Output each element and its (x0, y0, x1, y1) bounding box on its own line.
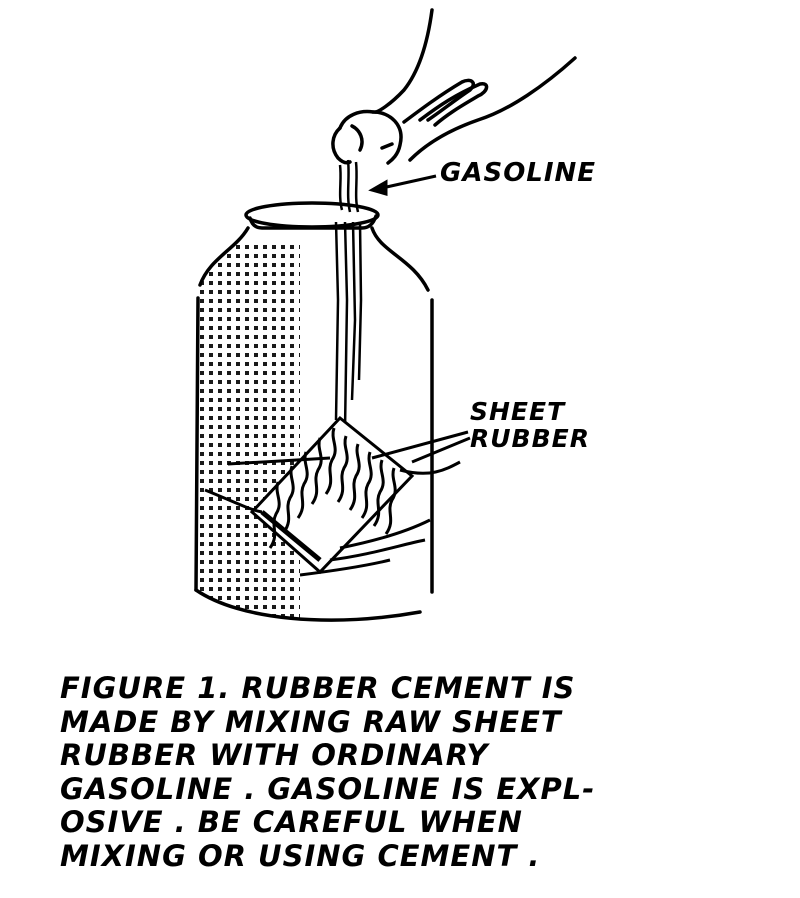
figure-caption: FIGURE 1. RUBBER CEMENT IS MADE BY MIXIN… (60, 671, 700, 873)
sheet-rubber-label: SHEET RUBBER (470, 398, 590, 452)
gasoline-label: GASOLINE (440, 158, 597, 188)
caption-line: MADE BY MIXING RAW SHEET (60, 704, 562, 739)
sheet-rubber-pointer-line (371, 430, 469, 460)
caption-line: FIGURE 1. RUBBER CEMENT IS (60, 671, 576, 705)
gasoline-stream (334, 159, 363, 431)
sheet-rubber-label-line2: RUBBER (470, 424, 590, 453)
hand-pouring-can (331, 8, 577, 165)
caption-line: RUBBER WITH ORDINARY (60, 738, 489, 772)
caption-line: MIXING OR USING CEMENT . (60, 838, 541, 873)
gasoline-pointer-arrow (368, 174, 437, 196)
sheet-rubber-label-line1: SHEET (470, 397, 566, 426)
caption-line: OSIVE . BE CAREFUL WHEN (60, 805, 523, 839)
jar-shading (200, 240, 300, 620)
caption-line: GASOLINE . GASOLINE IS EXPL- (60, 771, 596, 806)
rubber-cement-illustration (194, 8, 577, 622)
